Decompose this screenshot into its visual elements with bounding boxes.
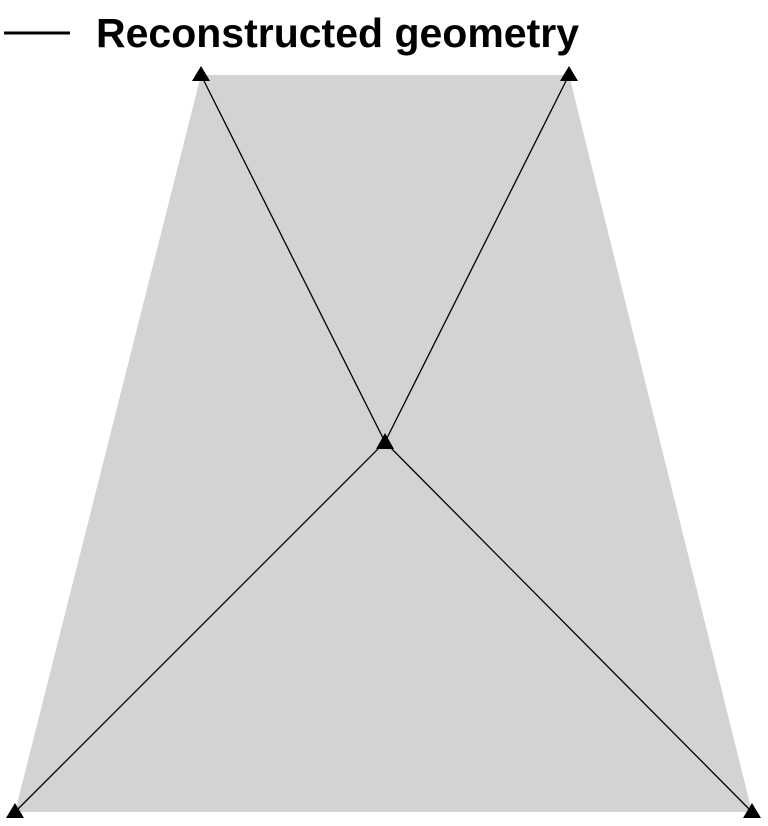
edge-center-bottom-right <box>384 441 753 813</box>
vertex-marker-bottom-right <box>743 803 761 818</box>
vertex-marker-top-right <box>560 66 578 81</box>
vertex-markers <box>6 66 761 818</box>
vertex-marker-top-left <box>192 66 210 81</box>
edge-center-top-right <box>384 74 570 443</box>
edge-center-bottom-left <box>14 441 386 813</box>
vertex-marker-bottom-left <box>6 803 24 818</box>
edges <box>14 74 753 813</box>
edge-center-top-left <box>200 74 386 443</box>
legend-label: Reconstructed geometry <box>96 10 579 56</box>
vertex-marker-center <box>376 433 394 449</box>
legend: Reconstructed geometry <box>4 10 579 56</box>
